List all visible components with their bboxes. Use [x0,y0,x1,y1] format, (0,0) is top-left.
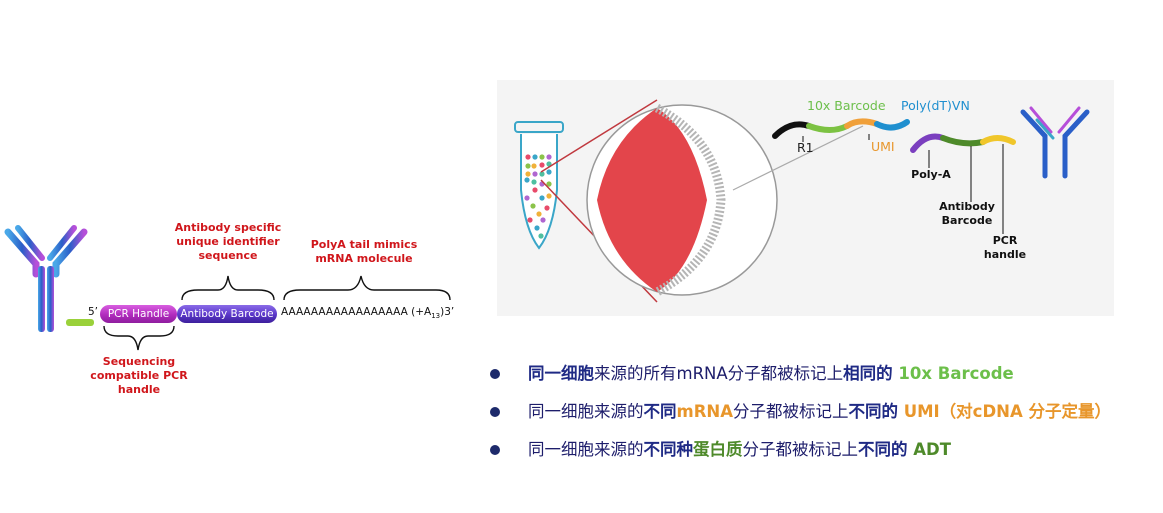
bullet-segment: 不同的 [848,402,898,421]
label-r1: R1 [797,140,814,155]
bullet-segment: 不同种 [643,440,694,459]
droplet-zoom [586,104,778,296]
sequencing-note: Sequencing compatible PCR handle [84,355,194,397]
bullet-segment: 同一细胞 [528,364,594,383]
bullet-segment: 同一细胞来源的 [528,440,644,459]
bullet-dot-icon [490,369,500,379]
bullet-dot-icon [490,407,500,417]
polya-note-line1: PolyA tail mimics [310,238,418,251]
tube-icon [514,121,564,250]
label-10x-barcode: 10x Barcode [807,98,886,113]
sequencing-note-line1: Sequencing [102,355,176,368]
label-polya: Poly-A [911,168,951,181]
bullet-segment: 相同的 [843,364,893,383]
sequencing-note-line2: compatible PCR [90,369,188,382]
bullet-segment: UMI（对cDNA 分子定量） [897,402,1111,421]
pcr-handle-pill: PCR Handle [100,305,177,323]
sequencing-note-line3: handle [117,383,161,396]
label-antibody-barcode: Antibody Barcode [937,200,997,228]
bullet-segment: mRNA [676,402,733,421]
bullet-item: 同一细胞来源的不同mRNA分子都被标记上不同的 UMI（对cDNA 分子定量） [486,396,1126,427]
top-braces [181,275,451,301]
three-prime-label: )3’ [440,306,455,318]
poly-a-sequence: AAAAAAAAAAAAAAAAA (+A13)3’ [281,306,454,320]
bullet-text: 同一细胞来源的所有mRNA分子都被标记上相同的 10x Barcode [528,364,1014,383]
polya-note: PolyA tail mimics mRNA molecule [304,238,424,266]
identifier-note-line3: sequence [198,249,258,262]
bullet-text: 同一细胞来源的不同mRNA分子都被标记上不同的 UMI（对cDNA 分子定量） [528,402,1111,421]
polya-note-line2: mRNA molecule [315,252,413,265]
label-pcr-line2: handle [983,248,1027,261]
bullet-segment: ADT [907,440,951,459]
bottom-brace [103,325,175,351]
label-antibody-barcode-line1: Antibody [939,200,995,213]
oligo-strand [772,118,1016,153]
bullet-text: 同一细胞来源的不同种蛋白质分子都被标记上不同的 ADT [528,440,951,459]
label-pcr-handle: PCR handle [983,234,1027,262]
antibody-icon [4,225,94,332]
antibody-barcode-pill: Antibody Barcode [177,305,277,323]
bullet-segment: 不同的 [858,440,908,459]
label-umi: UMI [871,139,895,154]
label-antibody-barcode-line2: Barcode [941,214,993,227]
bullet-segment: 分子都被标记上 [742,440,859,459]
bullet-list: 同一细胞来源的所有mRNA分子都被标记上相同的 10x Barcode 同一细胞… [486,358,1126,465]
gem-diagram-panel: 10x Barcode Poly(dT)VN R1 UMI Poly-A Ant… [497,80,1114,316]
bullet-segment: 同一细胞来源的 [528,402,644,421]
five-prime-label: 5’ [88,306,99,318]
label-polydt: Poly(dT)VN [901,98,970,113]
bullet-segment: 蛋白质 [693,440,743,459]
bullet-segment: 10x Barcode [892,364,1014,383]
identifier-note: Antibody specific unique identifier sequ… [168,221,288,263]
bullet-segment: 不同 [643,402,677,421]
identifier-note-line1: Antibody specific [174,221,282,234]
right-antibody-icon [1020,106,1090,179]
bullet-item: 同一细胞来源的所有mRNA分子都被标记上相同的 10x Barcode [486,358,1126,389]
poly-a-text: AAAAAAAAAAAAAAAAA (+A [281,306,432,318]
gem-illustration [514,99,1090,303]
label-pcr-line1: PCR [992,234,1018,247]
poly-a-subscript: 13 [431,312,441,321]
bullet-segment: 来源的所有mRNA分子都被标记上 [594,364,844,383]
bullet-item: 同一细胞来源的不同种蛋白质分子都被标记上不同的 ADT [486,434,1126,465]
bullet-segment: 分子都被标记上 [732,402,849,421]
bullet-dot-icon [490,445,500,455]
identifier-note-line2: unique identifier [176,235,280,248]
